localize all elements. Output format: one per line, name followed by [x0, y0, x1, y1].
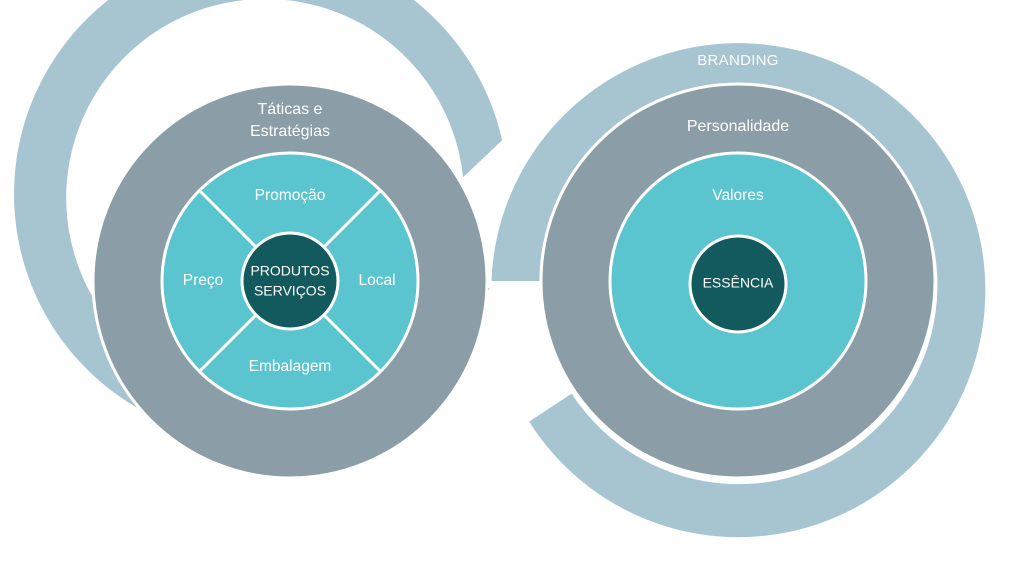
- marketing-segment-left: Preço: [183, 272, 224, 289]
- branding-core: [688, 234, 788, 334]
- marketing-segment-top: Promoção: [255, 187, 326, 204]
- branding-core-label: ESSÊNCIA: [703, 275, 774, 291]
- branding-middle-label: Personalidade: [687, 118, 789, 135]
- marketing-group: MARKETING Táticas e Estratégias Promoção…: [14, 0, 503, 480]
- marketing-segment-bottom: Embalagem: [249, 358, 332, 375]
- marketing-core-line1: PRODUTOS: [250, 263, 329, 279]
- marketing-core-line2: SERVIÇOS: [254, 283, 326, 299]
- branding-inner-label: Valores: [712, 187, 764, 204]
- marketing-segment-right: Local: [358, 272, 395, 289]
- branding-group: BRANDING Personalidade Valores ESSÊNCIA: [491, 43, 986, 538]
- marketing-core: [240, 231, 340, 331]
- marketing-middle-label-line2: Estratégias: [250, 123, 330, 140]
- marketing-outer-ring: [14, 0, 503, 442]
- branding-outer-label: BRANDING: [697, 52, 779, 69]
- marketing-middle-label-line1: Táticas e: [258, 101, 323, 118]
- marketing-outer-label: MARKETING: [244, 52, 336, 69]
